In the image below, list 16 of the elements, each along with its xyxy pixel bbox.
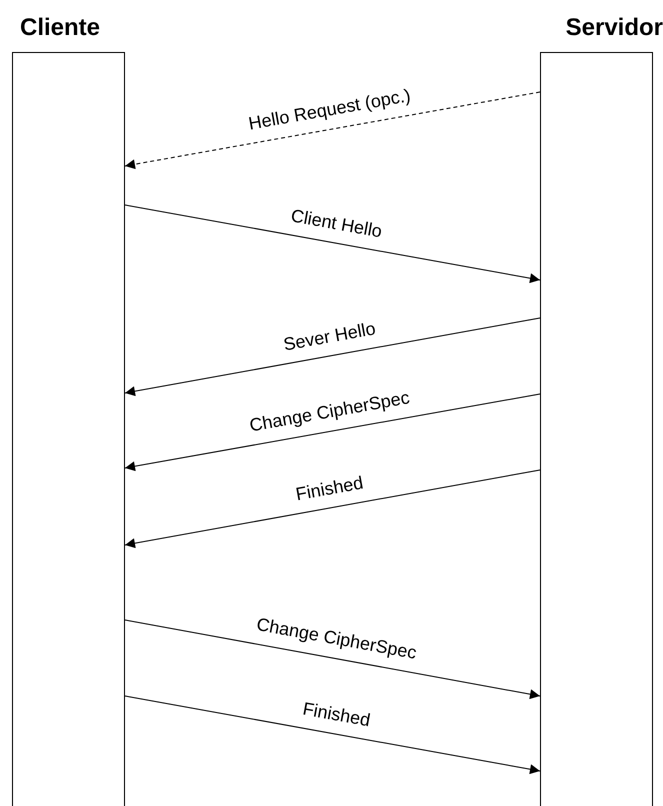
edge-label: Change CipherSpec (254, 614, 418, 664)
message-arrow (124, 696, 540, 774)
edge-label: Client Hello (288, 206, 383, 242)
message-arrow (124, 318, 540, 396)
message-arrow (124, 394, 540, 472)
participant-label: Cliente (20, 14, 100, 42)
edge-label: Finished (300, 699, 372, 731)
participant-label: Servidor (566, 14, 663, 42)
edge-label: Hello Request (opc.) (246, 86, 412, 134)
edge-label: Change CipherSpec (248, 388, 411, 436)
message-arrow (124, 204, 540, 284)
message-arrow (124, 470, 540, 548)
edge-label: Sever Hello (282, 318, 377, 355)
message-arrow (124, 620, 540, 700)
message-arrow (124, 92, 540, 170)
edge-label: Finished (294, 473, 364, 505)
